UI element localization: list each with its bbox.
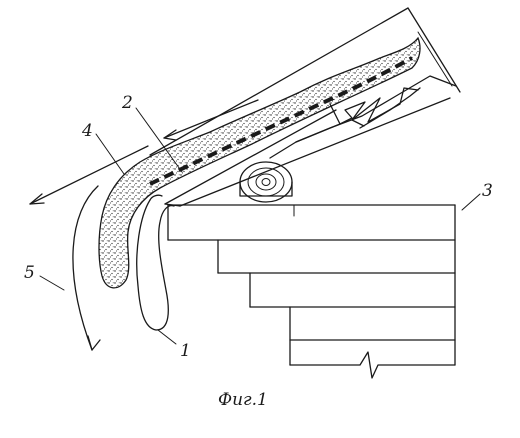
flow-arrow-lower [29, 145, 149, 205]
seal-roll [239, 161, 293, 203]
curved-flow-arrow [72, 185, 101, 351]
figure-caption: Фиг.1 [218, 390, 268, 410]
drip-droplet [136, 199, 175, 331]
callout-3: 3 [482, 181, 493, 201]
batten-shape-2 [351, 87, 419, 123]
batten-outline [295, 75, 457, 143]
leader-4 [95, 133, 125, 175]
flow-arrow-upper [163, 99, 259, 141]
leader-1 [157, 329, 177, 345]
leader-5 [39, 275, 65, 291]
callout-4: 4 [81, 121, 93, 141]
callout-2: 2 [121, 93, 133, 113]
sealant-layer [98, 36, 421, 289]
roof-panel-lower [179, 97, 451, 207]
roof-end-cut-inner [417, 31, 453, 87]
callout-1: 1 [180, 341, 191, 361]
callout-5: 5 [24, 263, 35, 283]
roof-outer-edge [149, 7, 409, 156]
roof-end-cut [407, 7, 461, 93]
reinforcing-strip [149, 56, 413, 186]
stepped-wall [167, 204, 456, 379]
batten-shape-4 [359, 87, 421, 129]
leader-3 [461, 193, 481, 211]
leader-2 [135, 107, 183, 173]
roof-panel-underside [164, 109, 337, 205]
drip-tip [149, 194, 163, 201]
